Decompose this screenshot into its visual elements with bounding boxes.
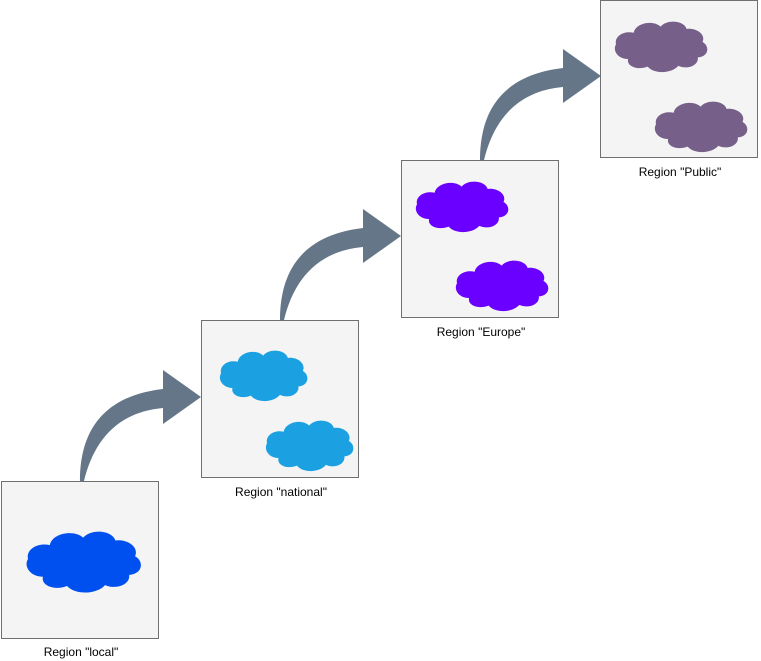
curved-arrow-icon [280,209,401,320]
region-box-local [1,481,159,639]
region-label-public: Region "Public" [638,165,722,179]
region-label-local: Region "local" [43,645,119,659]
curved-arrow-icon [80,370,201,481]
arrow-europe-to-public [480,49,601,160]
arrow-local-to-national [80,370,201,481]
region-label-national: Region "national" [235,485,327,499]
region-box-public [600,0,758,158]
curved-arrow-icon [480,49,601,160]
region-box-national [201,320,359,478]
arrow-national-to-europe [280,209,401,320]
region-box-europe [401,160,559,318]
region-label-europe: Region "Europe" [436,325,526,339]
